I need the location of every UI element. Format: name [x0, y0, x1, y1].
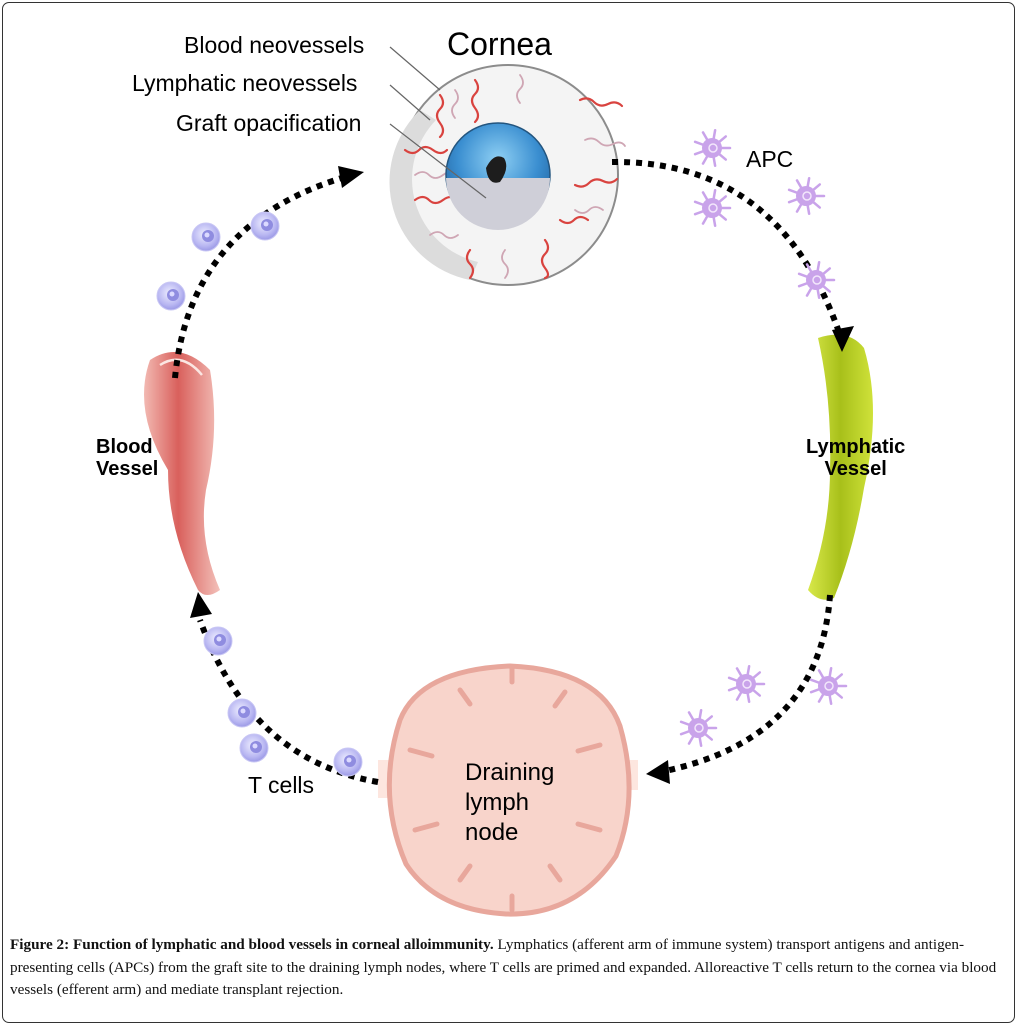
t-cell-icon [333, 747, 363, 777]
label-lymphatic-vessel-line2: Vessel [824, 458, 887, 480]
label-cornea: Cornea [447, 26, 552, 62]
leader-line-lymphatic-neovessels [389, 84, 431, 121]
t-cell-icon [239, 733, 269, 763]
label-node-line2: lymph [465, 789, 530, 816]
t-cell-icon [250, 211, 280, 241]
t-cells [156, 211, 363, 777]
t-cell-icon [227, 698, 257, 728]
apc-cell-icon [797, 261, 836, 299]
label-draining-lymph-node: Draining lymph node [465, 758, 554, 848]
figure-caption: Figure 2: Function of lymphatic and bloo… [10, 934, 1010, 1002]
lymphatic-vessel [808, 334, 873, 600]
caption-title: Function of lymphatic and blood vessels … [73, 936, 494, 953]
label-graft-opacification: Graft opacification [176, 110, 362, 136]
graft-opacification-area [446, 178, 550, 230]
apc-cell-icon [727, 665, 766, 703]
arrowhead-left [646, 760, 670, 784]
label-lymphatic-vessel-line1: Lymphatic [806, 436, 906, 458]
apc-cell-icon [679, 709, 718, 747]
caption-label: Figure 2: [10, 936, 70, 953]
arrow-blood-to-cornea [172, 172, 353, 379]
arrowheads [190, 166, 854, 784]
label-blood-vessel-line2: Vessel [96, 458, 159, 480]
t-cell-icon [203, 626, 233, 656]
label-apc: APC [746, 146, 794, 172]
apc-cells [679, 129, 848, 747]
leader-line-graft-opacification [389, 123, 487, 199]
leader-line-blood-neovessels [389, 46, 441, 91]
label-blood-vessel: Blood Vessel [96, 436, 158, 480]
label-t-cells: T cells [248, 772, 315, 798]
label-lymphatic-neovessels: Lymphatic neovessels [132, 70, 358, 96]
lymphatic-neovessels [414, 74, 626, 279]
label-node-line1: Draining [465, 759, 555, 786]
apc-cell-icon [693, 189, 732, 227]
pupil [486, 156, 507, 183]
arrow-cornea-to-lymphatic [611, 158, 843, 336]
label-blood-vessel-line1: Blood [96, 436, 153, 458]
t-cell-icon [156, 281, 186, 311]
cornea-illustration [389, 46, 626, 286]
blood-vessel [144, 352, 220, 595]
arrowhead-up [190, 592, 212, 618]
arrowhead-right [338, 166, 364, 188]
label-node-line3: node [465, 819, 519, 846]
label-lymphatic-vessel: Lymphatic Vessel [806, 436, 905, 480]
apc-cell-icon [809, 667, 848, 705]
apc-cell-icon [787, 177, 826, 215]
t-cell-icon [191, 222, 221, 252]
caption-body: Lymphatics (afferent arm of immune syste… [10, 936, 997, 998]
apc-cell-icon [693, 129, 732, 167]
lymph-node [378, 663, 638, 917]
label-blood-neovessels: Blood neovessels [184, 32, 365, 58]
arrowhead-down [832, 326, 854, 352]
